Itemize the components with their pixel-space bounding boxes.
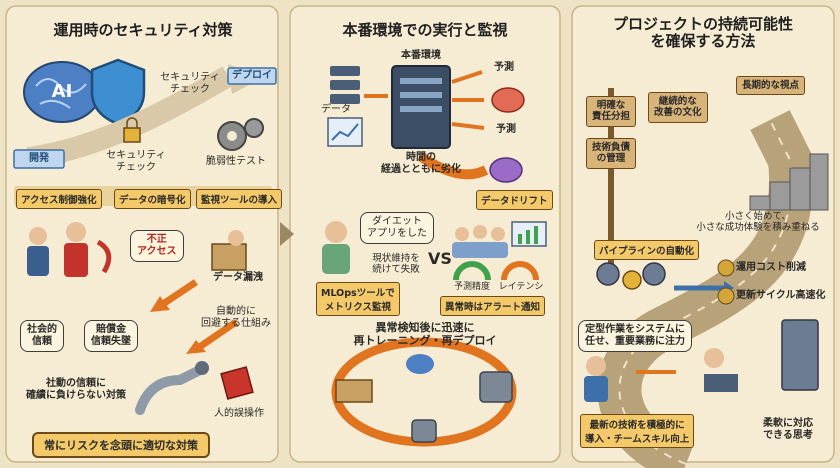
signpost-pole [608,88,614,268]
dev-label: 開発 [29,153,49,164]
improvement-plank: 継続的な 改善の文化 [648,92,708,123]
server-rack-icon [781,319,819,391]
deploy-label: デプロイ [232,70,272,81]
pipeline-tag: パイプラインの自動化 [594,240,700,260]
tag-monitoring-tools: 監視ツールの導入 [196,189,283,209]
chart-icon [327,117,363,147]
cost-down-label: 運用コスト削減 [736,262,806,273]
damages-note: 賠償金 信頼失墜 [84,320,138,352]
panel-1-footer: 常にリスクを念頭に適切な対策 [32,432,210,458]
hacker-figures [27,222,112,277]
fail-note-label: 現状維持を 続けて失敗 [372,253,420,275]
server-icon [330,66,360,104]
mlops-tag: MLOpsツールで メトリクス監視 [316,282,400,316]
diet-app-bubble: ダイエット アプリをした [360,212,434,244]
auto-avoid-label: 自動的に 回避する仕組み [201,306,271,329]
vs-label: VS [428,249,452,268]
robot-small-icon [411,419,437,443]
data-label: データ [321,104,351,115]
gear-cluster-icon [596,262,666,290]
panel-2-title: 本番環境での実行と監視 [342,21,508,39]
latency-label: レイテンシ [498,282,544,292]
predict-label-1: 予測 [494,62,514,73]
cube-icon [220,366,254,400]
dev-box [13,149,65,169]
trust-measures-label: 社動の信頼に 確績に負けらない対策 [26,378,126,401]
small-start-label: 小さく始めて、 小さな成功体験を積み重ねる [696,211,820,233]
person-laptop-icon [704,348,738,392]
person-phone-icon [322,221,350,274]
long-term-plank: 長期的な視点 [736,76,806,96]
robot-arm-icon [135,361,209,415]
cycle-brain-icon [406,354,434,374]
team-icon [452,221,547,258]
money-bag-icon [717,259,735,305]
tag-encryption: データの暗号化 [114,189,191,209]
box-icon [211,230,247,271]
cycle-up-label: 更新サイクル高速化 [736,290,826,301]
alert-tag: 異常時はアラート通知 [440,296,546,316]
accuracy-label: 予測精度 [453,282,490,292]
down-arrow [158,279,198,309]
security-check-label-top: セキュリティ チェック [160,72,220,95]
prod-env-label: 本番環境 [401,50,441,61]
gear-icon [217,118,264,151]
gauge-icons [453,261,539,281]
human-error-label: 人的誤操作 [214,408,264,419]
latest-tech-tag: 最新の技術を積極的に 導入・チームスキル向上 [580,414,695,448]
security-check-label-bottom: セキュリティ チェック [106,150,166,173]
predict-brain-icons [489,87,525,183]
predict-label-2: 予測 [496,124,516,135]
routine-note: 定型作業をシステムに 任せ、重要業務に注力 [578,320,692,352]
flexible-label: 柔軟に対応 できる思考 [763,418,813,441]
lock-icon [123,117,141,143]
vuln-test-label: 脆弱性テスト [206,156,266,167]
unauthorized-access-note: 不正 アクセス [130,230,184,262]
desk-person-icon [335,379,373,403]
auto-avoid-arrow [196,319,238,351]
robot-icon [479,371,513,403]
retrain-label: 異常検知後に迅速に 再トレーニング・再デプロイ [353,321,497,347]
deploy-box [227,67,277,85]
stair-blocks [749,153,829,211]
tag-access-control: アクセス制御強化 [16,189,102,209]
data-leak-label: データ漏洩 [213,272,263,283]
panel-3-title: プロジェクトの持続可能性 を確保する方法 [612,15,793,51]
panel-1-title: 運用時のセキュリティ対策 [53,21,233,39]
responsibility-plank: 明確な 責任分担 [586,96,637,127]
degrade-label: 時間の 経過とともに劣化 [381,152,461,175]
data-drift-tag: データドリフト [476,190,553,210]
social-trust-note: 社会的 信頼 [20,320,64,352]
panel-arrow [280,222,294,246]
ai-label: AI [51,81,73,102]
tech-debt-plank: 技術負債 の管理 [586,138,637,169]
drift-arrow [417,151,489,180]
person-jump-icon [584,356,608,402]
